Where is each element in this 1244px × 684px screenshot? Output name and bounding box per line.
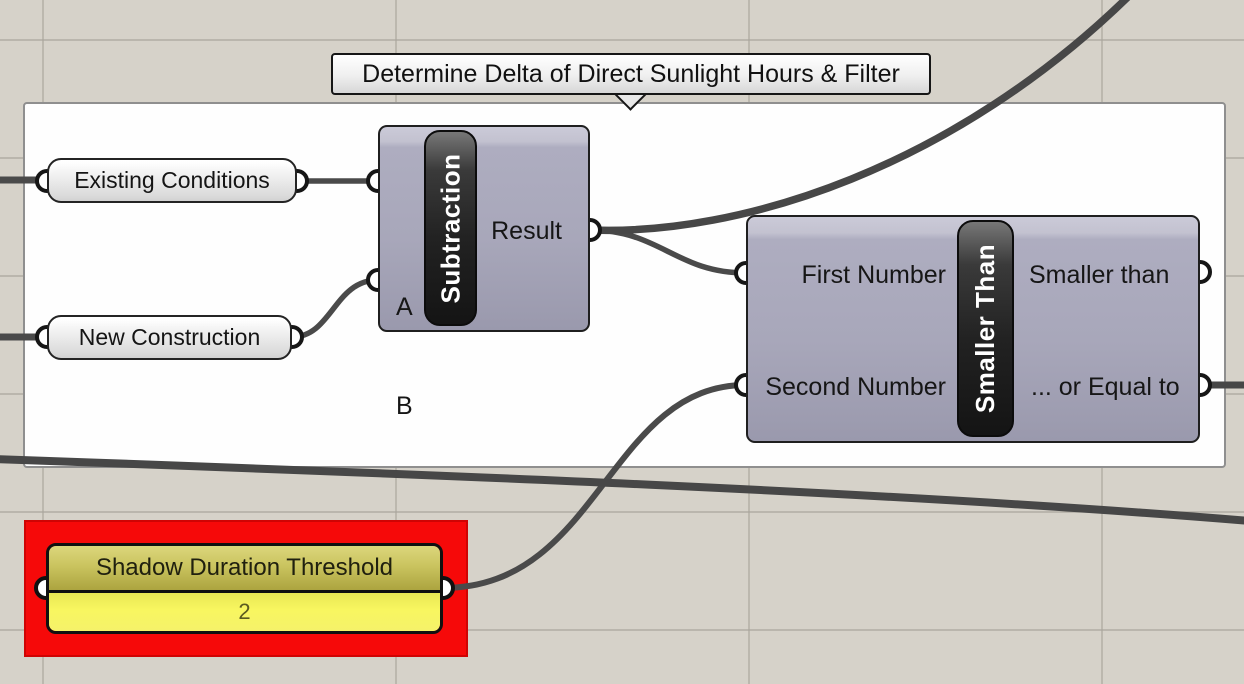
number-slider-title-text: Shadow Duration Threshold xyxy=(95,554,394,581)
wire-result-to-offcanvas[interactable] xyxy=(586,0,1133,235)
subtraction-name-capsule[interactable]: Subtraction xyxy=(424,130,477,326)
param-existing-conditions[interactable]: Existing Conditions xyxy=(47,158,297,203)
component-smaller-than[interactable]: Smaller Than First Number Second Number … xyxy=(746,215,1200,443)
smaller-than-name-capsule[interactable]: Smaller Than xyxy=(957,220,1014,437)
number-slider-title: Shadow Duration Threshold xyxy=(49,546,440,590)
smaller-than-input-first-label: First Number xyxy=(801,261,946,289)
subtraction-name: Subtraction xyxy=(435,153,466,303)
component-subtraction[interactable]: Subtraction A B Result xyxy=(378,125,590,420)
number-slider-divider xyxy=(49,590,440,593)
smaller-than-output-orequal-label: ... or Equal to xyxy=(1031,373,1180,401)
smaller-than-output-smaller-label: Smaller than xyxy=(1029,261,1170,289)
wire-new-to-b[interactable] xyxy=(289,277,381,340)
group-label-text: Determine Delta of Direct Sunlight Hours… xyxy=(362,59,900,88)
smaller-than-input-second-label: Second Number xyxy=(765,373,946,401)
wire-crossing-canvas[interactable] xyxy=(0,455,1244,525)
number-slider-value: 2 xyxy=(238,599,251,624)
param-new-construction-label: New Construction xyxy=(78,324,261,350)
param-new-construction[interactable]: New Construction xyxy=(47,315,292,360)
wire-result-to-first-number[interactable] xyxy=(587,227,749,276)
subtraction-input-b-label: B xyxy=(396,392,413,420)
number-slider-grip[interactable]: 2 xyxy=(49,593,440,631)
number-slider[interactable]: Shadow Duration Threshold 2 xyxy=(46,543,443,634)
smaller-than-name: Smaller Than xyxy=(970,243,1000,414)
subtraction-input-a-label: A xyxy=(396,293,413,321)
group-label[interactable]: Determine Delta of Direct Sunlight Hours… xyxy=(331,53,931,95)
param-existing-conditions-label: Existing Conditions xyxy=(74,167,270,193)
subtraction-output-result-label: Result xyxy=(491,217,562,245)
